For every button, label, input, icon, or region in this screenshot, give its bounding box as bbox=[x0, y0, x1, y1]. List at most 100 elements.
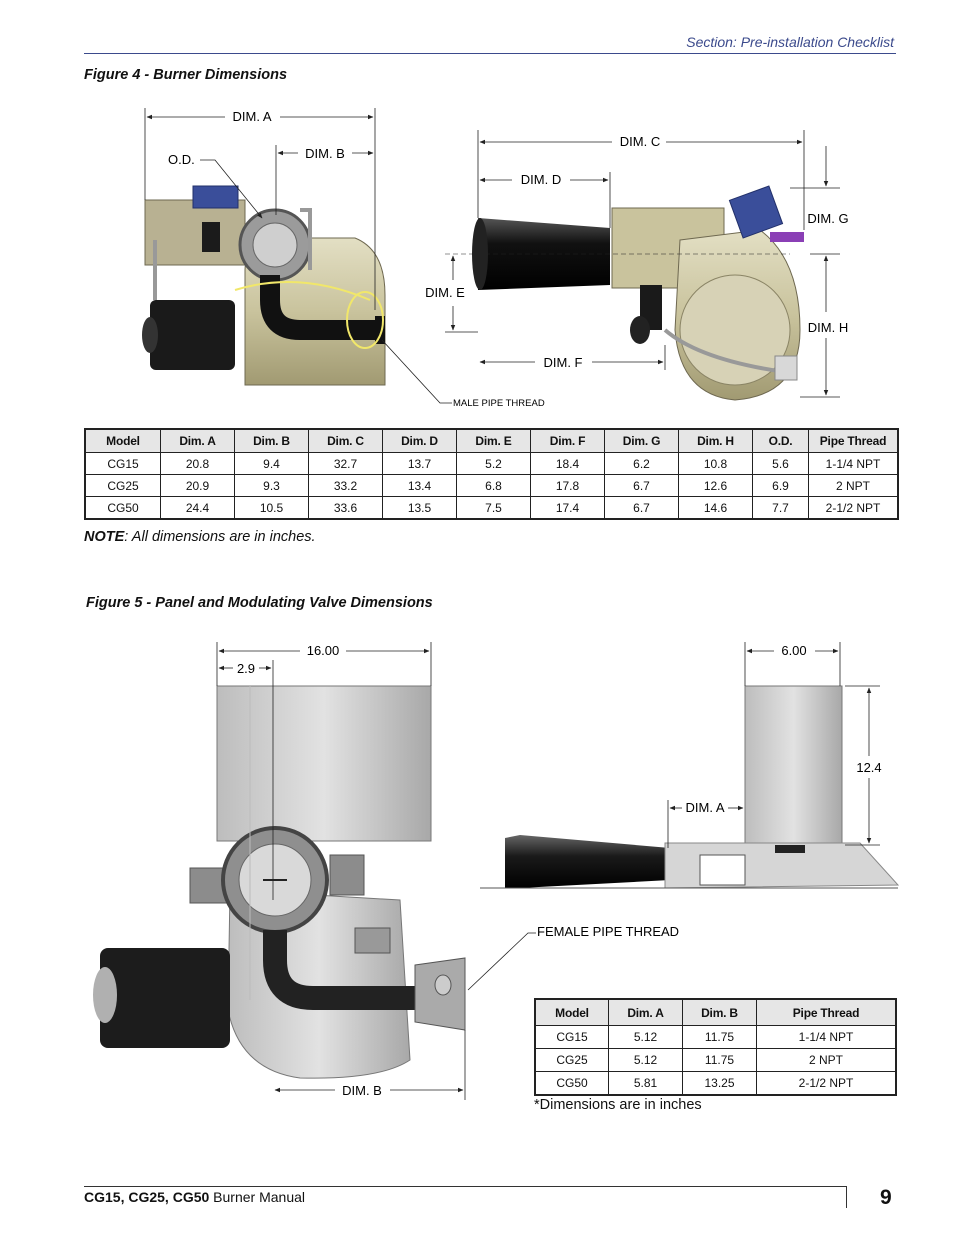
table-cell: 11.75 bbox=[682, 1048, 757, 1072]
fig4-dim-c-label: DIM. C bbox=[620, 134, 660, 149]
table-header: Model bbox=[534, 998, 609, 1026]
table-cell: 13.5 bbox=[382, 496, 457, 520]
table-cell: 5.12 bbox=[608, 1048, 683, 1072]
table-header: Dim. F bbox=[530, 428, 605, 453]
table-cell: 6.7 bbox=[604, 474, 679, 497]
section-header: Section: Pre-installation Checklist bbox=[686, 34, 894, 50]
table-cell: 1-1/4 NPT bbox=[756, 1025, 897, 1049]
table-cell: 33.6 bbox=[308, 496, 383, 520]
table-cell: 24.4 bbox=[160, 496, 235, 520]
footer-rule bbox=[84, 1186, 846, 1187]
table-cell: 5.6 bbox=[752, 452, 809, 475]
table-header: Dim. A bbox=[160, 428, 235, 453]
table-cell: 10.8 bbox=[678, 452, 753, 475]
table-cell: CG15 bbox=[534, 1025, 609, 1049]
burner-side-view bbox=[472, 185, 804, 401]
table-cell: 13.4 bbox=[382, 474, 457, 497]
table-cell: CG15 bbox=[84, 452, 161, 475]
table-cell: 11.75 bbox=[682, 1025, 757, 1049]
table-header: Pipe Thread bbox=[756, 998, 897, 1026]
table-cell: 9.4 bbox=[234, 452, 309, 475]
table-header: Dim. B bbox=[682, 998, 757, 1026]
table-cell: 6.8 bbox=[456, 474, 531, 497]
table-cell: 17.4 bbox=[530, 496, 605, 520]
figure4-title: Figure 4 - Burner Dimensions bbox=[84, 67, 288, 83]
table-cell: 13.7 bbox=[382, 452, 457, 475]
table-cell: 33.2 bbox=[308, 474, 383, 497]
table-cell: CG25 bbox=[84, 474, 161, 497]
table-cell: 6.7 bbox=[604, 496, 679, 520]
panel-front-view bbox=[93, 685, 466, 1079]
table-cell: 20.9 bbox=[160, 474, 235, 497]
table-header: Dim. A bbox=[608, 998, 683, 1026]
fig5-female-pipe-label: FEMALE PIPE THREAD bbox=[537, 924, 679, 939]
table-cell: 32.7 bbox=[308, 452, 383, 475]
table-row: CG50 24.4 10.5 33.6 13.5 7.5 17.4 6.7 14… bbox=[84, 496, 899, 520]
figure5-note: *Dimensions are in inches bbox=[534, 1097, 702, 1113]
table-cell: 5.81 bbox=[608, 1071, 683, 1096]
table-row: CG50 5.81 13.25 2-1/2 NPT bbox=[534, 1071, 897, 1096]
footer-models: CG15, CG25, CG50 bbox=[84, 1189, 210, 1205]
fig4-dim-e-label: DIM. E bbox=[425, 285, 465, 300]
fig4-dim-f-label: DIM. F bbox=[544, 355, 583, 370]
fig4-dim-b-label: DIM. B bbox=[305, 146, 345, 161]
fig5-depth-label: 6.00 bbox=[781, 643, 806, 658]
figure4-note: NOTE: All dimensions are in inches. bbox=[84, 529, 316, 545]
figure5-diagram: 16.00 2.9 DIM. B FEMALE PIPE THREAD 6.00… bbox=[93, 642, 900, 1100]
footer-manual: Burner Manual bbox=[209, 1189, 305, 1205]
fig5-height-label: 12.4 bbox=[856, 760, 881, 775]
table-header-row: Model Dim. A Dim. B Pipe Thread bbox=[534, 998, 897, 1026]
table-row: CG25 5.12 11.75 2 NPT bbox=[534, 1048, 897, 1072]
table-cell: 20.8 bbox=[160, 452, 235, 475]
table-row: CG15 5.12 11.75 1-1/4 NPT bbox=[534, 1025, 897, 1049]
table-cell: 14.6 bbox=[678, 496, 753, 520]
table-row: CG25 20.9 9.3 33.2 13.4 6.8 17.8 6.7 12.… bbox=[84, 474, 899, 497]
table-cell: 9.3 bbox=[234, 474, 309, 497]
fig4-male-pipe-label: MALE PIPE THREAD bbox=[453, 398, 545, 409]
table-cell: 6.9 bbox=[752, 474, 809, 497]
table-cell: 2-1/2 NPT bbox=[756, 1071, 897, 1096]
table-cell: 17.8 bbox=[530, 474, 605, 497]
table-cell: 5.2 bbox=[456, 452, 531, 475]
table-cell: CG50 bbox=[534, 1071, 609, 1096]
table-header: Dim. E bbox=[456, 428, 531, 453]
table-cell: 13.25 bbox=[682, 1071, 757, 1096]
table-header: O.D. bbox=[752, 428, 809, 453]
table-header-row: Model Dim. A Dim. B Dim. C Dim. D Dim. E… bbox=[84, 428, 899, 453]
table-cell: 18.4 bbox=[530, 452, 605, 475]
fig4-od-label: O.D. bbox=[168, 152, 195, 167]
table-cell: CG25 bbox=[534, 1048, 609, 1072]
footer-divider bbox=[846, 1186, 847, 1208]
fig4-dim-a-label: DIM. A bbox=[232, 109, 271, 124]
fig5-dim-b-label: DIM. B bbox=[342, 1083, 382, 1098]
table-cell: 12.6 bbox=[678, 474, 753, 497]
note-text: : All dimensions are in inches. bbox=[124, 529, 316, 545]
figure4-table: Model Dim. A Dim. B Dim. C Dim. D Dim. E… bbox=[84, 428, 899, 520]
header-rule bbox=[84, 53, 896, 54]
table-cell: CG50 bbox=[84, 496, 161, 520]
fig4-dim-d-label: DIM. D bbox=[521, 172, 561, 187]
burner-front-view bbox=[142, 185, 386, 386]
note-label: NOTE bbox=[84, 529, 125, 545]
table-header: Dim. C bbox=[308, 428, 383, 453]
table-cell: 5.12 bbox=[608, 1025, 683, 1049]
figure4-diagram: DIM. A DIM. B O.D. MALE PIPE THREAD DIM.… bbox=[142, 108, 849, 409]
table-header: Dim. B bbox=[234, 428, 309, 453]
table-cell: 2-1/2 NPT bbox=[808, 496, 899, 520]
fig5-width-label: 16.00 bbox=[307, 643, 340, 658]
fig5-offset-label: 2.9 bbox=[237, 661, 255, 676]
fig4-dim-h-label: DIM. H bbox=[808, 320, 848, 335]
table-cell: 2 NPT bbox=[808, 474, 899, 497]
table-cell: 6.2 bbox=[604, 452, 679, 475]
table-cell: 7.5 bbox=[456, 496, 531, 520]
table-cell: 1-1/4 NPT bbox=[808, 452, 899, 475]
fig4-dim-g-label: DIM. G bbox=[807, 211, 848, 226]
table-header: Dim. G bbox=[604, 428, 679, 453]
fig5-dim-a-label: DIM. A bbox=[685, 800, 724, 815]
figure5-table: Model Dim. A Dim. B Pipe Thread CG15 5.1… bbox=[534, 998, 897, 1096]
table-header: Dim. H bbox=[678, 428, 753, 453]
panel-side-view bbox=[480, 685, 900, 889]
footer-title: CG15, CG25, CG50 Burner Manual bbox=[84, 1189, 305, 1205]
table-header: Pipe Thread bbox=[808, 428, 899, 453]
table-header: Dim. D bbox=[382, 428, 457, 453]
